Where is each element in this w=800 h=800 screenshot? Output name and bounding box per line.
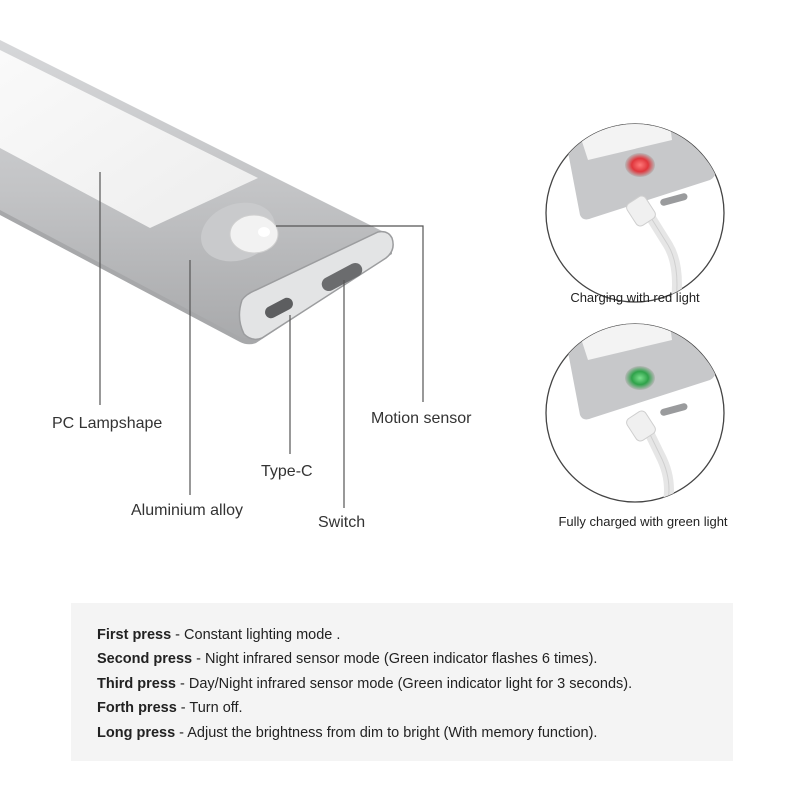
instruction-line-5: Long press - Adjust the brightness from …	[97, 721, 733, 745]
instruction-action: Second press	[97, 651, 193, 668]
instruction-separator: -	[175, 675, 189, 692]
label-switch: Switch	[318, 514, 366, 531]
red-indicator	[625, 153, 655, 177]
instruction-action: Forth press	[97, 700, 177, 717]
instruction-line-4: Forth press - Turn off.	[97, 696, 733, 720]
instruction-description: Night infrared sensor mode (Green indica…	[204, 651, 598, 668]
charged-inset	[545, 323, 725, 503]
charged-caption: Fully charged with green light	[558, 514, 728, 529]
motion-sensor-dome	[229, 214, 279, 254]
instruction-description: Adjust the brightness from dim to bright…	[187, 724, 598, 741]
leader-motion-sensor	[276, 225, 424, 402]
type-c-port	[265, 297, 293, 319]
motion-sensor-highlight	[258, 227, 270, 237]
instructions-panel: First press - Constant lighting mode . S…	[71, 603, 733, 761]
green-indicator	[625, 366, 655, 390]
instruction-separator: -	[175, 724, 188, 741]
instruction-description: Constant lighting mode .	[184, 627, 341, 643]
instruction-separator: -	[192, 651, 205, 668]
instruction-line-3: Third press - Day/Night infrared sensor …	[97, 672, 733, 696]
pc-lampshade	[0, 50, 258, 228]
label-motion-sensor: Motion sensor	[371, 410, 472, 427]
charging-inset	[545, 123, 725, 303]
instruction-separator: -	[171, 627, 185, 643]
charging-caption: Charging with red light	[570, 290, 700, 305]
instruction-description: Day/Night infrared sensor mode (Green in…	[188, 675, 633, 692]
switch-button	[321, 262, 363, 292]
leader-lines	[99, 172, 424, 508]
label-pc-lampshape: PC Lampshape	[52, 415, 163, 432]
instruction-action: Third press	[97, 675, 176, 692]
instruction-line-1: First press - Constant lighting mode .	[97, 623, 733, 647]
instruction-separator: -	[176, 700, 190, 717]
label-aluminium-alloy: Aluminium alloy	[131, 502, 244, 519]
instruction-description: Turn off.	[189, 700, 243, 717]
instruction-action: First press	[97, 627, 172, 643]
instruction-action: Long press	[97, 724, 176, 741]
lamp-bar	[0, 40, 394, 345]
label-type-c: Type-C	[261, 463, 313, 480]
instruction-line-2: Second press - Night infrared sensor mod…	[97, 647, 733, 671]
